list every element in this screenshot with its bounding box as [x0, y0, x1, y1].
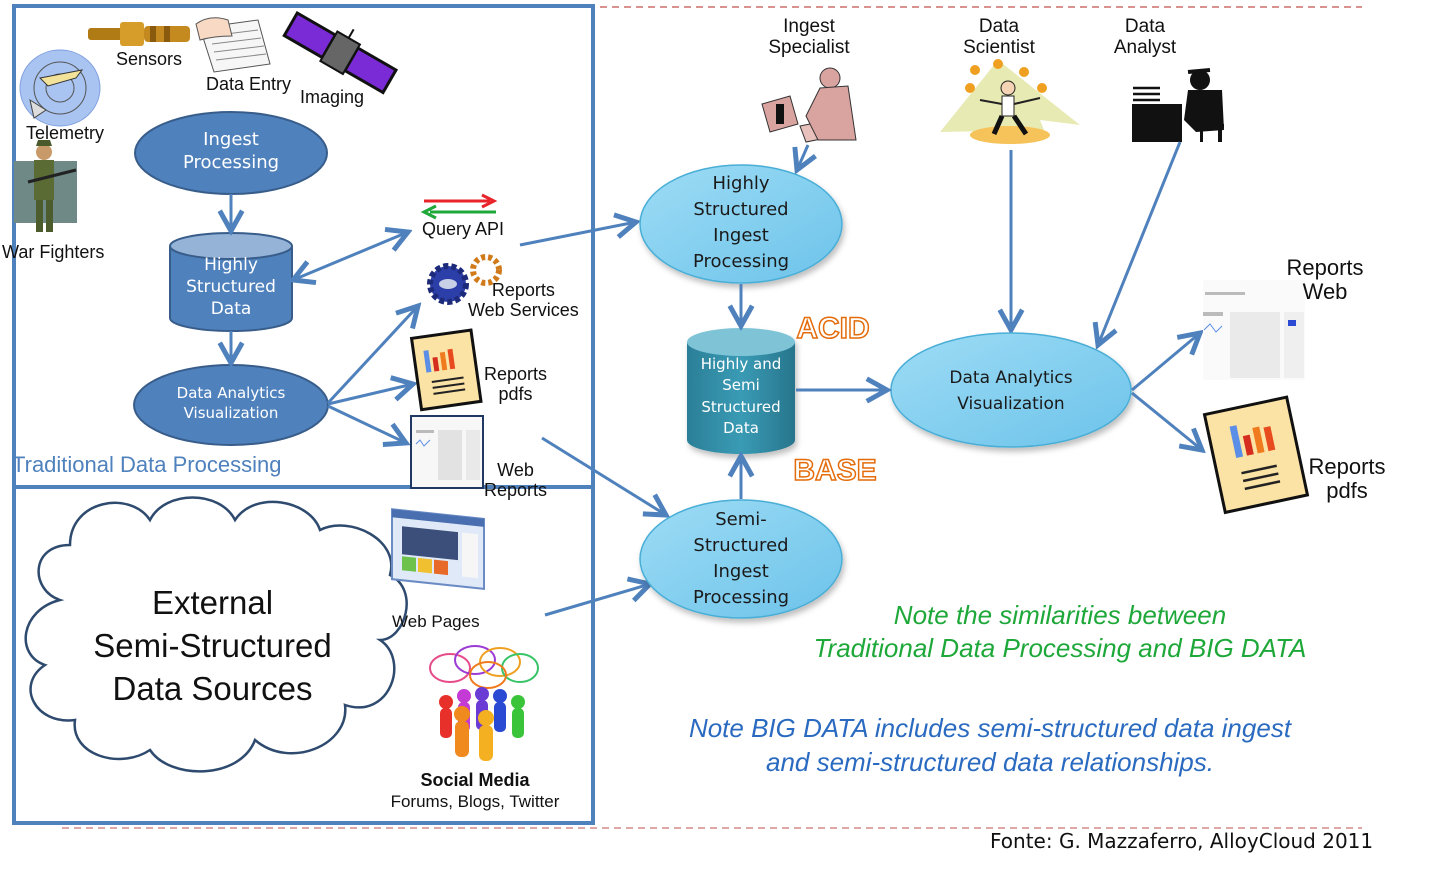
arrow-db-query-api: [293, 232, 408, 280]
acid-label: ACID: [796, 312, 869, 345]
reports-web-thumbnail: [1203, 280, 1305, 380]
query-api-icon: [420, 193, 498, 220]
base-label: BASE: [793, 454, 876, 487]
arrow-specialist-to-ingest: [797, 144, 808, 170]
label-query-api: Query API: [422, 219, 505, 239]
sensor-icon: [88, 22, 190, 46]
telemetry-icon: [19, 49, 101, 127]
external-cloud-shape: [24, 496, 408, 773]
highly-structured-data-text: Highly Structured Data: [186, 255, 276, 320]
cloud-title: External Semi-Structured Data Sources: [93, 584, 332, 707]
label-reports-pdfs-bigdata: Reports pdfs: [1308, 454, 1386, 504]
label-telemetry: Telemetry: [26, 123, 105, 143]
bigdata-db-cylinder[interactable]: [687, 328, 795, 454]
label-data-analyst: Data Analyst: [1113, 16, 1177, 58]
label-reports-web-services: Reports Web Services: [468, 280, 579, 320]
data-analyst-icon: [1132, 68, 1224, 142]
hs-ingest-node[interactable]: [639, 164, 843, 284]
label-web-reports: Web Reports: [484, 460, 548, 500]
ingest-specialist-icon: [761, 67, 857, 143]
label-reports-pdfs-traditional: Reports pdfs: [484, 364, 548, 404]
arrow-query-to-hs-ingest: [519, 222, 636, 247]
label-web-pages: Web Pages: [392, 612, 480, 631]
note-similarities: Note the similarities between Traditiona…: [813, 600, 1307, 663]
gears-icon: [427, 254, 502, 305]
keyboard-icon: [195, 17, 271, 73]
note-bigdata: Note BIG DATA includes semi-structured d…: [688, 713, 1292, 777]
arrow-to-web-services: [326, 306, 418, 405]
traditional-section-title: Traditional Data Processing: [12, 452, 282, 477]
label-imaging: Imaging: [300, 87, 365, 107]
arrow-analyst-to-analytics: [1098, 141, 1182, 345]
arrow-webpages-to-ss-ingest: [544, 584, 650, 617]
arrow-analytics-to-web: [1131, 333, 1200, 392]
ss-ingest-text: Semi- Structured Ingest Processing: [692, 509, 790, 609]
data-scientist-icon: [940, 59, 1080, 144]
arrow-to-pdfs: [327, 384, 413, 406]
label-data-scientist: Data Scientist: [963, 16, 1035, 58]
bigdata-analytics-text: Data Analytics Visualization: [949, 368, 1073, 414]
highly-structured-data-cylinder[interactable]: [169, 232, 293, 332]
pdf-report-icon: [409, 328, 483, 412]
ss-ingest-node[interactable]: [639, 499, 843, 619]
external-box: [12, 485, 595, 825]
reports-pdf-icon: [1202, 395, 1310, 515]
label-data-entry: Data Entry: [206, 74, 292, 94]
soldier-icon: [14, 140, 77, 232]
ingest-processing-text: Ingest Processing: [182, 129, 280, 174]
bigdata-db-text: Highly and Semi Structured Data: [700, 355, 782, 437]
label-social-media-sub: Forums, Blogs, Twitter: [390, 792, 560, 811]
web-report-thumbnail: [410, 415, 484, 489]
web-pages-icon: [391, 508, 485, 590]
satellite-icon: [282, 10, 399, 95]
traditional-analytics-text: Data Analytics Visualization: [176, 384, 286, 422]
label-ingest-specialist: Ingest Specialist: [768, 16, 850, 58]
hs-ingest-text: Highly Structured Ingest Processing: [692, 173, 790, 273]
arrow-webreports-to-ss-ingest: [541, 436, 666, 515]
arrow-to-web-reports: [327, 404, 406, 443]
label-war-fighters: War Fighters: [2, 242, 105, 262]
label-social-media: Social Media: [420, 770, 530, 790]
label-reports-web: Reports Web: [1286, 255, 1364, 305]
social-media-icon: [429, 645, 539, 761]
label-sensors: Sensors: [116, 49, 183, 69]
arrow-analytics-to-pdf: [1131, 391, 1202, 450]
source-credit: Fonte: G. Mazzaferro, AlloyCloud 2011: [990, 829, 1374, 853]
